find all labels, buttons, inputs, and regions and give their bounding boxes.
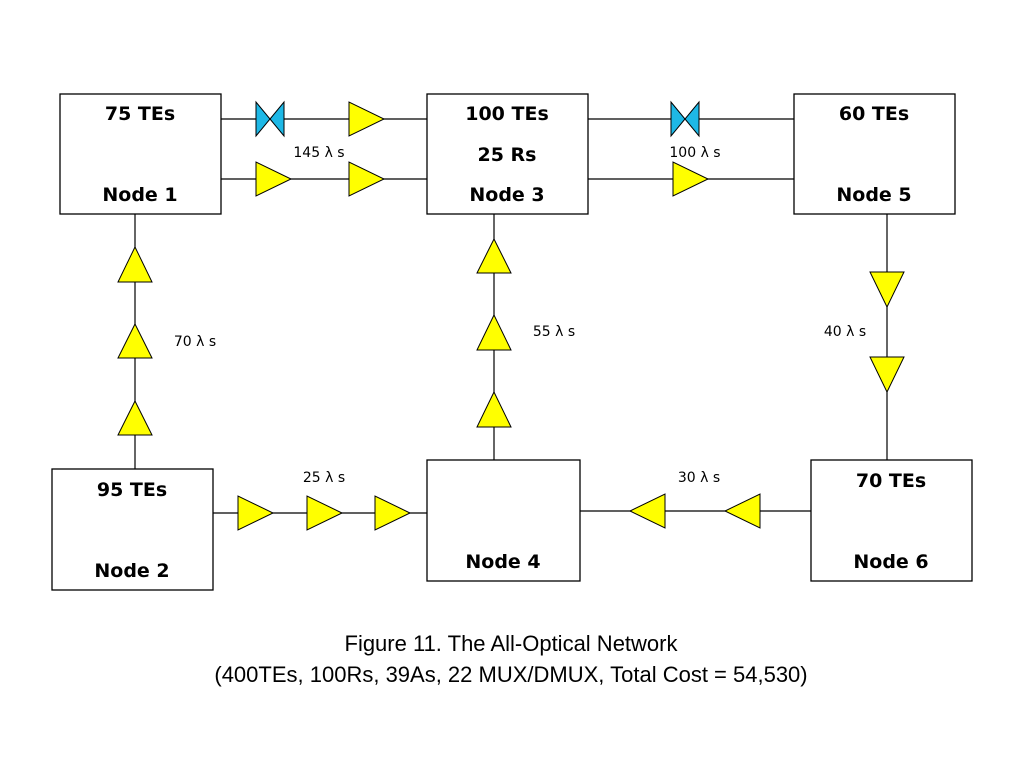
amplifier-right-icon bbox=[374, 495, 412, 531]
node-4-label: Node 4 bbox=[465, 551, 540, 573]
amplifier-right-icon bbox=[672, 161, 710, 197]
node-5-teks: 60 TEs bbox=[839, 103, 909, 125]
node-5-label: Node 5 bbox=[836, 184, 911, 206]
link-labels: 145 λ s 100 λ s 70 λ s 55 λ s 40 λ s 25 … bbox=[174, 145, 866, 486]
link-label-n1-n2: 70 λ s bbox=[174, 334, 216, 350]
amplifier-right-icon bbox=[348, 101, 386, 137]
node-2: 95 TEs Node 2 bbox=[51, 468, 214, 591]
amplifier-left-icon bbox=[723, 493, 761, 529]
node-1-label: Node 1 bbox=[102, 184, 177, 206]
amplifier-up-icon bbox=[117, 399, 153, 436]
node-2-box bbox=[51, 468, 214, 591]
amplifier-up-icon bbox=[117, 322, 153, 359]
link-label-n3-n4: 55 λ s bbox=[533, 324, 575, 340]
amplifier-right-icon bbox=[237, 495, 275, 531]
node-2-label: Node 2 bbox=[94, 560, 169, 582]
amplifier-up-icon bbox=[476, 313, 512, 351]
node-6-teks: 70 TEs bbox=[856, 470, 926, 492]
caption-title: Figure 11. The All-Optical Network bbox=[345, 631, 679, 656]
link-label-n1-n3: 145 λ s bbox=[293, 145, 344, 161]
node-1-teks: 75 TEs bbox=[105, 103, 175, 125]
node-6: 70 TEs Node 6 bbox=[810, 459, 973, 582]
figure-caption: Figure 11. The All-Optical Network (400T… bbox=[214, 631, 807, 687]
link-label-n2-n4: 25 λ s bbox=[303, 470, 345, 486]
amplifier-left-icon bbox=[628, 493, 666, 529]
amplifier-down-icon bbox=[869, 356, 905, 394]
node-6-label: Node 6 bbox=[853, 551, 928, 573]
node-5: 60 TEs Node 5 bbox=[793, 93, 956, 215]
amplifier-right-icon bbox=[348, 161, 386, 197]
node-5-box bbox=[793, 93, 956, 215]
node-4: Node 4 bbox=[426, 459, 581, 582]
node-3-regenerators: 25 Rs bbox=[478, 144, 537, 166]
node-2-teks: 95 TEs bbox=[97, 479, 167, 501]
amplifier-up-icon bbox=[476, 390, 512, 428]
node-1-box bbox=[59, 93, 222, 215]
amplifier-up-icon bbox=[476, 237, 512, 274]
caption-summary: (400TEs, 100Rs, 39As, 22 MUX/DMUX, Total… bbox=[214, 662, 807, 687]
link-label-n4-n6: 30 λ s bbox=[678, 470, 720, 486]
mux-demux-icon bbox=[670, 100, 686, 138]
amplifier-symbols bbox=[117, 101, 905, 531]
node-4-box bbox=[426, 459, 581, 582]
link-label-n5-n6: 40 λ s bbox=[824, 324, 866, 340]
node-3-label: Node 3 bbox=[469, 184, 544, 206]
mux-demux-icon bbox=[255, 100, 271, 138]
mux-demux-icon bbox=[684, 100, 700, 138]
node-3: 100 TEs 25 Rs Node 3 bbox=[426, 93, 589, 215]
amplifier-down-icon bbox=[869, 271, 905, 309]
node-6-box bbox=[810, 459, 973, 582]
node-3-box bbox=[426, 93, 589, 215]
mux-demux-icon bbox=[269, 100, 285, 138]
amplifier-up-icon bbox=[117, 245, 153, 283]
mux-demux-symbols bbox=[255, 100, 700, 138]
node-3-teks: 100 TEs bbox=[465, 103, 549, 125]
link-label-n3-n5: 100 λ s bbox=[669, 145, 720, 161]
amplifier-right-icon bbox=[306, 495, 344, 531]
amplifier-right-icon bbox=[255, 161, 293, 197]
node-1: 75 TEs Node 1 bbox=[59, 93, 222, 215]
